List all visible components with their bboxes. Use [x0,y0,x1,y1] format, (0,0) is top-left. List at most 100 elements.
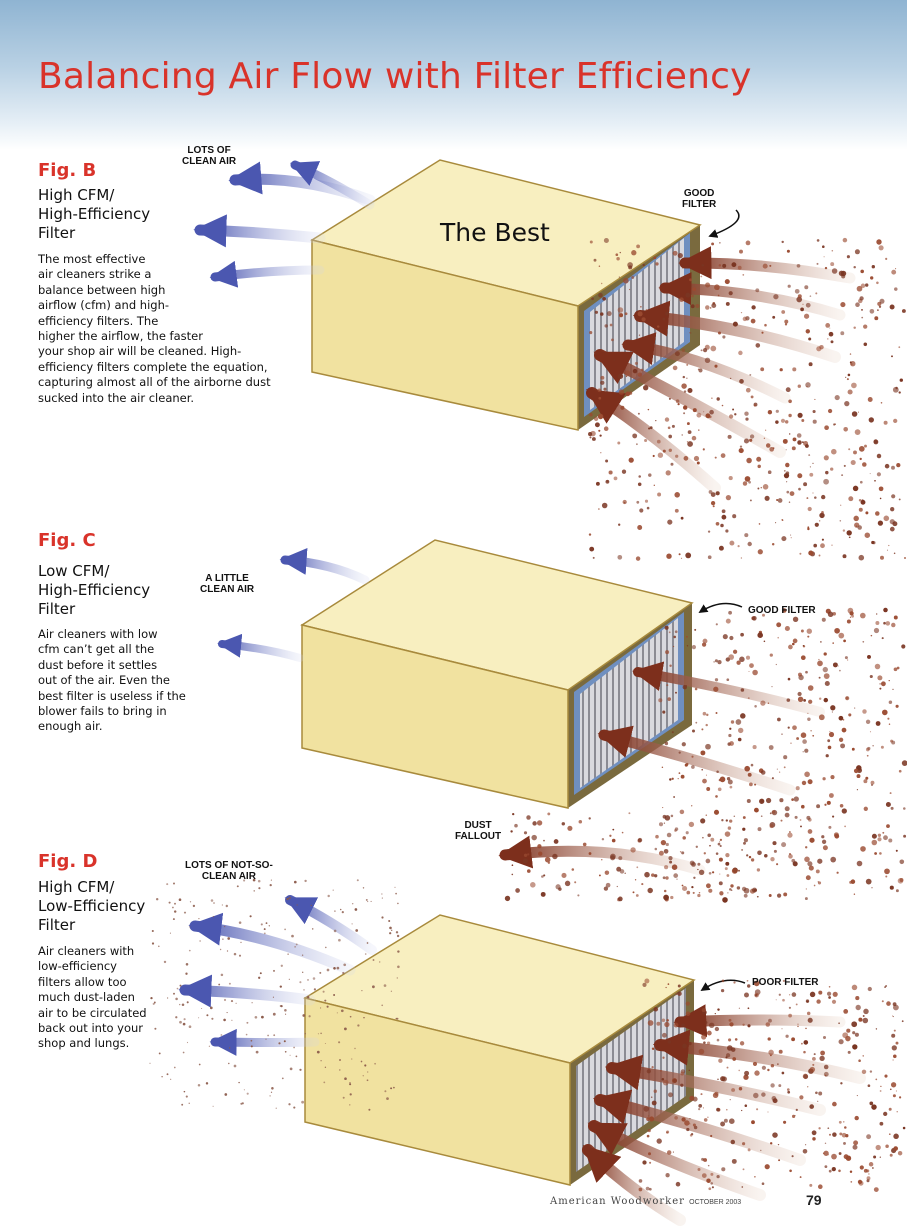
dust-speck [683,390,687,393]
dust-speck [747,1024,751,1028]
dust-speck [666,1150,672,1155]
dust-speck [691,862,696,867]
dust-speck [601,859,603,861]
dust-speck [269,1095,271,1097]
dust-speck [646,1117,650,1121]
dust-speck [796,296,803,303]
dust-speck [825,470,829,475]
dust-speck [701,1173,707,1178]
dust-speck [738,1069,740,1072]
dust-speck [722,335,726,339]
dust-speck [223,1018,226,1022]
dust-speck [682,267,684,269]
dust-speck [691,755,694,758]
dust-speck [235,1002,237,1004]
dust-speck [591,297,594,301]
dust-speck [695,721,698,724]
dust-speck [598,508,600,510]
dust-speck [713,661,715,663]
dust-speck [622,499,627,505]
dust-speck [644,871,650,878]
dust-speck [851,411,858,417]
dust-speck [681,884,684,887]
dust-speck [278,1042,281,1045]
dust-speck [301,1100,304,1104]
dust-speck [656,439,661,444]
dust-speck [890,1082,897,1088]
dust-speck [655,262,659,266]
dust-speck [794,1115,796,1117]
dust-speck [805,670,808,674]
dust-speck [355,929,359,932]
dust-speck [767,1037,771,1041]
dust-speck [841,474,844,477]
dust-speck [772,841,777,846]
dust-speck [802,1148,808,1154]
dust-speck [664,1021,670,1028]
dust-speck [673,645,675,648]
dust-speck [640,306,642,308]
dust-speck [186,1001,189,1004]
dust-speck [778,1084,782,1088]
dust-speck [254,1015,258,1019]
dust-speck [743,1074,749,1080]
dust-speck [308,1015,311,1018]
dust-speck [694,628,697,631]
dust-speck [747,1148,751,1152]
dust-speck [688,821,695,828]
dust-speck [265,922,268,924]
dust-speck [851,1021,858,1028]
dust-speck [228,982,231,985]
dust-speck [715,623,718,626]
dust-speck [760,700,766,706]
dust-speck [616,885,618,888]
dust-speck [724,279,730,285]
dust-speck [602,296,606,301]
dust-speck [842,719,845,721]
dust-speck [624,872,626,874]
dust-speck [714,364,718,368]
dust-speck [854,249,860,255]
dust-speck [637,482,642,487]
dust-speck [711,871,715,874]
dust-speck [600,452,602,454]
dust-speck [860,269,864,274]
dust-speck [775,999,777,1001]
dust-speck [261,1015,264,1019]
dust-speck [224,1093,228,1096]
dust-speck [817,660,823,667]
dust-speck [753,404,757,407]
dust-speck [222,938,224,940]
dust-speck [864,444,867,448]
dust-speck [798,672,802,677]
dust-speck [283,1040,286,1043]
dust-speck [662,710,666,714]
dust-speck [754,705,757,708]
dust-speck [654,847,658,851]
dust-speck [806,815,811,820]
dust-speck [786,490,790,494]
dust-speck [272,996,274,998]
dust-speck [598,429,601,432]
publication-footer: American Woodworker OCTOBER 2003 [550,1196,741,1207]
dust-speck [809,1183,813,1187]
dust-speck [166,883,169,886]
dust-speck [665,876,669,880]
dust-speck [895,1041,899,1045]
dust-speck [880,745,884,749]
dust-speck [858,554,865,561]
dust-speck [741,1186,744,1188]
dust-speck [753,980,760,987]
dust-speck [779,798,784,803]
dust-speck [814,398,816,400]
dust-speck [744,533,749,538]
dust-speck [842,529,846,532]
dust-speck [800,825,802,828]
dust-speck [610,853,616,860]
dust-speck [598,292,603,298]
dust-speck [797,1025,799,1028]
dust-speck [803,1050,806,1054]
dust-speck [651,1100,657,1106]
dust-speck [820,1050,825,1056]
fig-b-subtitle: High CFM/ High-Efficiency Filter [38,186,151,242]
